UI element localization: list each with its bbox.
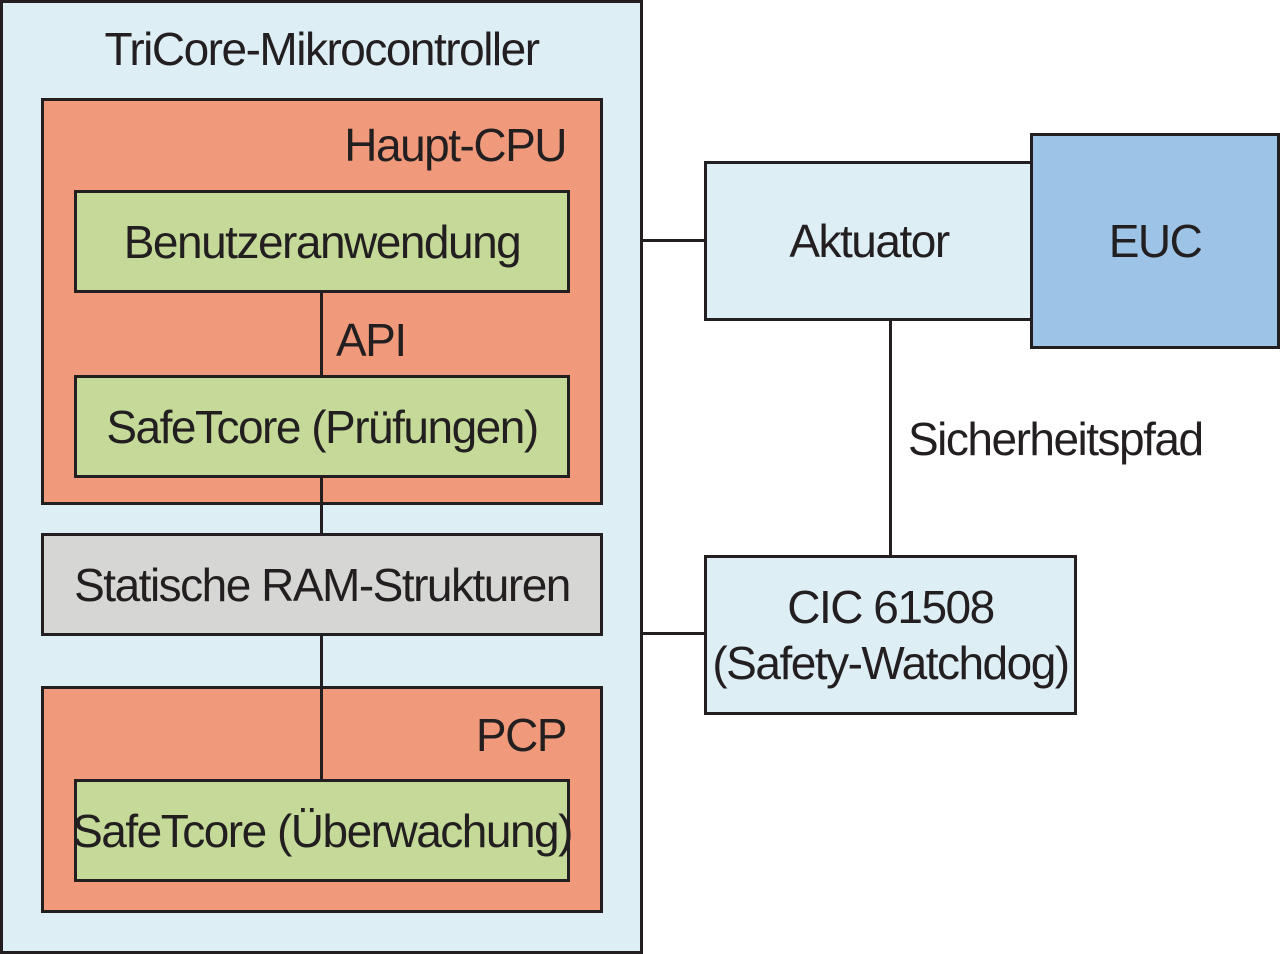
ram-to-monitoring-connector: [320, 636, 323, 782]
safetcore-checks-box: SafeTcore (Prüfungen): [74, 375, 570, 478]
euc-label: EUC: [1108, 215, 1203, 267]
watchdog-label-line2: (Safety-Watchdog): [712, 637, 1070, 689]
pcp-title: PCP: [475, 709, 568, 761]
euc-box: EUC: [1030, 133, 1280, 349]
watchdog-label-line1: CIC 61508: [787, 581, 995, 633]
api-connector-line: [320, 290, 323, 378]
mcu-to-actuator-connector: [643, 239, 706, 242]
safetcore-monitoring-box: SafeTcore (Überwachung): [72, 779, 573, 882]
safety-path-line: [889, 318, 892, 558]
static-ram-label: Statische RAM-Strukturen: [74, 558, 571, 611]
tricore-microcontroller-title: TriCore-Mikrocontroller: [104, 23, 540, 75]
api-label: API: [336, 314, 407, 366]
safety-path-label: Sicherheitspfad: [908, 413, 1204, 465]
user-application-label: Benutzeranwendung: [123, 215, 522, 268]
main-cpu-title: Haupt-CPU: [344, 119, 567, 171]
watchdog-box: CIC 61508 (Safety-Watchdog): [704, 555, 1077, 715]
safetcore-monitoring-label: SafeTcore (Überwachung): [72, 804, 573, 857]
safetcore-checks-label: SafeTcore (Prüfungen): [106, 400, 539, 453]
actuator-label: Aktuator: [789, 215, 950, 267]
user-application-box: Benutzeranwendung: [74, 190, 570, 293]
checks-to-ram-connector: [320, 478, 323, 536]
actuator-box: Aktuator: [704, 161, 1034, 321]
mcu-to-watchdog-connector: [643, 632, 706, 635]
static-ram-box: Statische RAM-Strukturen: [41, 533, 603, 636]
